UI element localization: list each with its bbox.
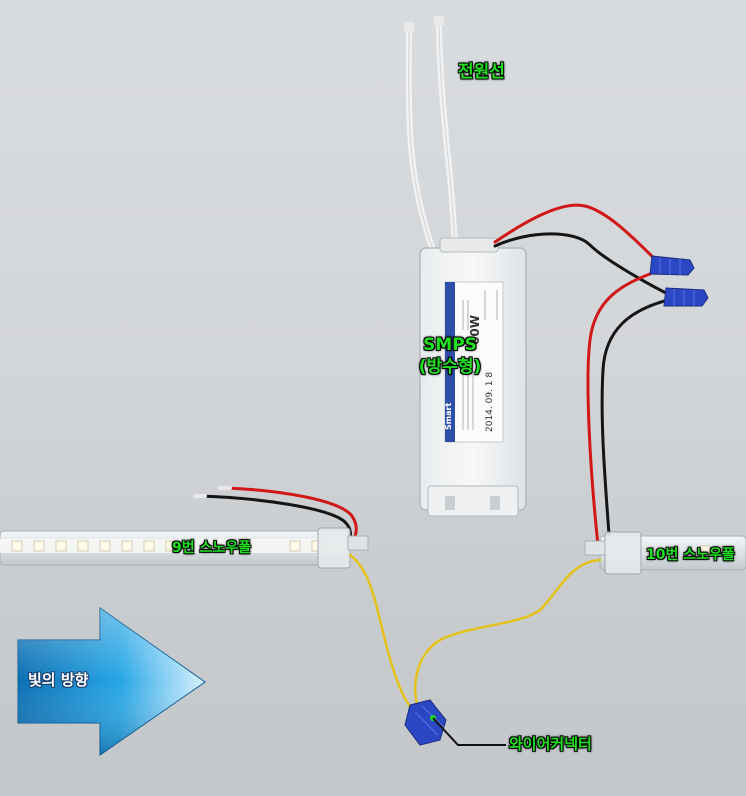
power-cable bbox=[404, 16, 458, 251]
smps-label-sub: (방수형) bbox=[418, 357, 482, 377]
light-direction-arrow bbox=[17, 607, 206, 756]
output-wires bbox=[493, 203, 670, 550]
wire-nut-black bbox=[663, 287, 709, 307]
smps-power-supply: Smart 60W 2014. 09. 1 8 bbox=[419, 237, 527, 517]
smps-label-title: SMPS bbox=[423, 335, 477, 355]
led-tube-9 bbox=[0, 527, 369, 569]
wattage-label: 60W bbox=[468, 315, 482, 345]
wire-connector-label: 와이어커넥터 bbox=[509, 735, 592, 753]
led-chips bbox=[11, 540, 323, 552]
brand-label: Smart bbox=[444, 403, 453, 430]
spec-lines bbox=[462, 290, 498, 430]
tube-9-label: 9번 스노우폴 bbox=[172, 540, 252, 556]
wire-connector bbox=[404, 699, 506, 746]
power-line-label: 전원선 bbox=[458, 62, 505, 82]
led-tube-10 bbox=[584, 531, 746, 575]
light-direction-label: 빛의 방향 bbox=[28, 671, 89, 689]
tube-10-label: 10번 스노우폴 bbox=[646, 547, 735, 563]
smps-label: SMPS (방수형) bbox=[390, 334, 510, 378]
yellow-wires bbox=[348, 553, 602, 717]
wire-nut-red bbox=[649, 255, 695, 276]
date-label: 2014. 09. 1 8 bbox=[485, 372, 495, 432]
